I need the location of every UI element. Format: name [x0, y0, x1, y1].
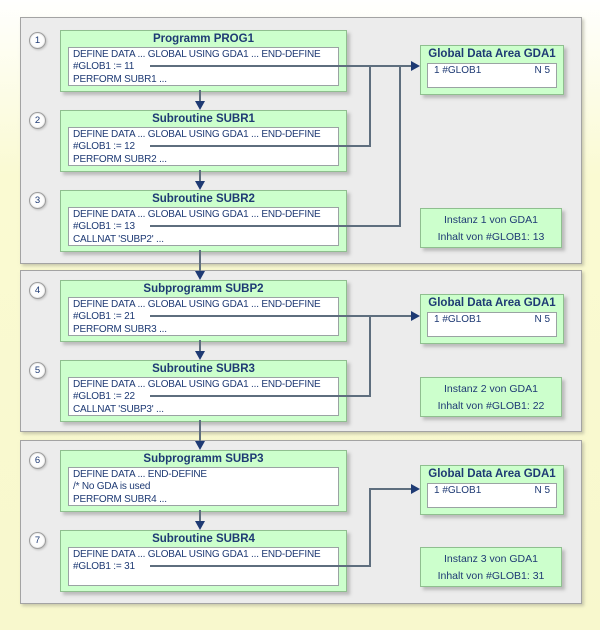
gda-field-row: 1 #GLOB1 N 5 [427, 312, 557, 337]
flow-line [199, 510, 201, 523]
program-box-prog1: Programm PROG1 DEFINE DATA ... GLOBAL US… [60, 30, 347, 92]
gda-field-row: 1 #GLOB1 N 5 [427, 63, 557, 88]
instance-info-box-1: Instanz 1 von GDA1 Inhalt von #GLOB1: 13 [420, 208, 562, 248]
connector-subr2-gda1 [150, 225, 401, 227]
gda-field-format: N 5 [534, 65, 550, 76]
subroutine-box-subr1: Subroutine SUBR1 DEFINE DATA ... GLOBAL … [60, 110, 347, 172]
code-line: PERFORM SUBR2 ... [73, 153, 167, 165]
code-line: #GLOB1 := 31 [73, 561, 135, 573]
instance-content: Inhalt von #GLOB1: 31 [437, 569, 545, 582]
arrow-down-icon [195, 351, 205, 360]
code-line: DEFINE DATA ... GLOBAL USING GDA1 ... EN… [73, 379, 321, 390]
code-line: DEFINE DATA ... END-DEFINE [73, 469, 207, 480]
connector-subr3-gda2 [150, 395, 371, 397]
program-box-title: Subprogramm SUBP3 [143, 453, 264, 465]
connector-subr1-gda1 [150, 145, 371, 147]
step-number-2: 2 [29, 112, 46, 129]
program-box-title: Subroutine SUBR2 [152, 193, 255, 205]
connector-subr4-gda3 [369, 488, 413, 490]
code-line: PERFORM SUBR1 ... [73, 73, 167, 85]
program-box-title: Subroutine SUBR4 [152, 533, 255, 545]
code-line: CALLNAT 'SUBP2' ... [73, 233, 164, 245]
arrow-right-icon [411, 61, 420, 71]
gda-field-name: 1 #GLOB1 [434, 485, 482, 496]
program-box-code: DEFINE DATA ... GLOBAL USING GDA1 ... EN… [68, 127, 339, 166]
step-number-4: 4 [29, 282, 46, 299]
arrow-right-icon [411, 311, 420, 321]
program-box-title: Subroutine SUBR1 [152, 113, 255, 125]
code-line: PERFORM SUBR3 ... [73, 323, 167, 335]
gda-field-row: 1 #GLOB1 N 5 [427, 483, 557, 508]
flow-line [199, 420, 201, 442]
arrow-right-icon [411, 484, 420, 494]
code-line: DEFINE DATA ... GLOBAL USING GDA1 ... EN… [73, 299, 321, 310]
code-line: #GLOB1 := 13 [73, 221, 135, 233]
connector-prog1-gda1 [150, 65, 413, 67]
code-line: #GLOB1 := 12 [73, 141, 135, 153]
connector-subr4-gda3 [150, 565, 371, 567]
program-box-title: Subroutine SUBR3 [152, 363, 255, 375]
instance-content: Inhalt von #GLOB1: 22 [437, 399, 545, 412]
subprogram-box-subp2: Subprogramm SUBP2 DEFINE DATA ... GLOBAL… [60, 280, 347, 342]
gda-field-format: N 5 [534, 314, 550, 325]
instance-title: Instanz 2 von GDA1 [444, 382, 538, 395]
code-line: #GLOB1 := 22 [73, 391, 135, 403]
gda-field-name: 1 #GLOB1 [434, 65, 482, 76]
gda-box-instance-3: Global Data Area GDA1 1 #GLOB1 N 5 [420, 465, 564, 515]
subroutine-box-subr4: Subroutine SUBR4 DEFINE DATA ... GLOBAL … [60, 530, 347, 592]
code-line: DEFINE DATA ... GLOBAL USING GDA1 ... EN… [73, 129, 321, 140]
step-number-1: 1 [29, 32, 46, 49]
flow-line [199, 90, 201, 103]
code-line: #GLOB1 := 11 [73, 61, 135, 73]
gda-box-title: Global Data Area GDA1 [428, 468, 556, 480]
program-box-code: DEFINE DATA ... END-DEFINE /* No GDA is … [68, 467, 339, 506]
flow-line [199, 340, 201, 353]
arrow-down-icon [195, 441, 205, 450]
instance-title: Instanz 3 von GDA1 [444, 552, 538, 565]
gda-field-format: N 5 [534, 485, 550, 496]
gda-box-instance-1: Global Data Area GDA1 1 #GLOB1 N 5 [420, 45, 564, 95]
code-line: DEFINE DATA ... GLOBAL USING GDA1 ... EN… [73, 49, 321, 60]
connector-subr3-gda2 [369, 315, 371, 397]
connector-subr4-gda3 [369, 488, 371, 567]
step-number-6: 6 [29, 452, 46, 469]
arrow-down-icon [195, 271, 205, 280]
arrow-down-icon [195, 101, 205, 110]
instance-info-box-2: Instanz 2 von GDA1 Inhalt von #GLOB1: 22 [420, 377, 562, 417]
flow-line [199, 250, 201, 272]
code-line: DEFINE DATA ... GLOBAL USING GDA1 ... EN… [73, 209, 321, 220]
instance-info-box-3: Instanz 3 von GDA1 Inhalt von #GLOB1: 31 [420, 547, 562, 587]
step-number-5: 5 [29, 362, 46, 379]
arrow-down-icon [195, 521, 205, 530]
gda-box-instance-2: Global Data Area GDA1 1 #GLOB1 N 5 [420, 294, 564, 344]
code-line: #GLOB1 := 21 [73, 311, 135, 323]
step-number-7: 7 [29, 532, 46, 549]
code-line: CALLNAT 'SUBP3' ... [73, 403, 164, 415]
gda-box-title: Global Data Area GDA1 [428, 297, 556, 309]
program-box-title: Programm PROG1 [153, 33, 254, 45]
step-number-3: 3 [29, 192, 46, 209]
connector-subr1-gda1 [369, 65, 371, 147]
connector-subp2-gda2 [150, 315, 413, 317]
program-box-title: Subprogramm SUBP2 [143, 283, 264, 295]
code-line: DEFINE DATA ... GLOBAL USING GDA1 ... EN… [73, 549, 321, 560]
subprogram-box-subp3: Subprogramm SUBP3 DEFINE DATA ... END-DE… [60, 450, 347, 512]
subroutine-box-subr3: Subroutine SUBR3 DEFINE DATA ... GLOBAL … [60, 360, 347, 422]
gda-field-name: 1 #GLOB1 [434, 314, 482, 325]
arrow-down-icon [195, 181, 205, 190]
connector-subr2-gda1 [399, 65, 401, 227]
subroutine-box-subr2: Subroutine SUBR2 DEFINE DATA ... GLOBAL … [60, 190, 347, 252]
flow-line [199, 170, 201, 183]
gda-box-title: Global Data Area GDA1 [428, 48, 556, 60]
instance-content: Inhalt von #GLOB1: 13 [437, 230, 545, 243]
code-line: /* No GDA is used [73, 481, 151, 493]
code-line: PERFORM SUBR4 ... [73, 493, 167, 505]
instance-title: Instanz 1 von GDA1 [444, 213, 538, 226]
